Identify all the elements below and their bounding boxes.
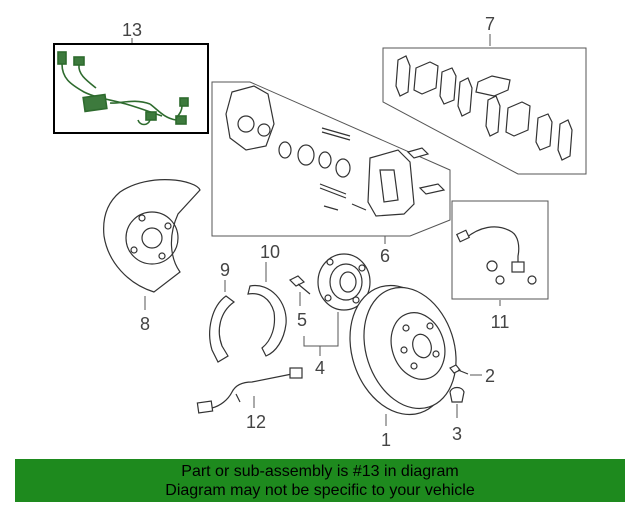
part-9-group[interactable]: 9: [209, 260, 236, 363]
part-11-group[interactable]: 11: [451, 200, 549, 332]
hub-bearing-illustration: [317, 253, 371, 311]
wheel-speed-sensor-harness: [57, 51, 189, 126]
part-5-group[interactable]: 5: [288, 275, 311, 330]
part-7-box: [382, 47, 587, 175]
fitment-notice-line2: Diagram may not be specific to your vehi…: [165, 482, 475, 499]
part-12-group[interactable]: 12: [196, 367, 303, 432]
callout-5: 5: [297, 310, 307, 330]
callout-9: 9: [220, 260, 230, 280]
parts-diagram: 13 7: [53, 14, 587, 450]
hub-cap-illustration: [449, 386, 465, 403]
part-11-box: [451, 200, 549, 300]
brake-hose-illustration: [455, 226, 537, 285]
part-1-group[interactable]: 1: [334, 272, 471, 450]
part-8-group[interactable]: 8: [103, 179, 201, 334]
leader-4-bracket: [303, 312, 339, 347]
part-6-box: [211, 81, 451, 237]
brake-rotor-illustration: [349, 284, 457, 416]
part-3-group[interactable]: 3: [449, 386, 465, 445]
callout-6: 6: [380, 246, 390, 266]
callout-8: 8: [140, 314, 150, 334]
fitment-notice-line1: Part or sub-assembly is #13 in diagram: [181, 463, 459, 480]
splash-shield-illustration: [103, 179, 201, 293]
rotor-screw-illustration: [449, 364, 469, 375]
brake-pads-illustration: [395, 55, 573, 161]
part-2-group[interactable]: 2: [449, 364, 495, 386]
brake-caliper-illustration: [225, 85, 446, 217]
part-6-group[interactable]: 6: [211, 81, 451, 266]
part-10-group[interactable]: 10: [247, 242, 287, 357]
part-7-group[interactable]: 7: [382, 14, 587, 175]
callout-7: 7: [485, 14, 495, 34]
callout-2: 2: [485, 366, 495, 386]
fitment-notice-banner: Part or sub-assembly is #13 in diagram D…: [15, 459, 625, 502]
callout-10: 10: [260, 242, 280, 262]
parking-brake-shoe-left: [209, 295, 236, 363]
callout-11: 11: [491, 312, 510, 332]
callout-1: 1: [381, 430, 391, 450]
callout-13: 13: [122, 20, 142, 40]
part-4-group[interactable]: 4: [303, 253, 371, 378]
callout-3: 3: [452, 424, 462, 444]
cable-illustration: [196, 367, 303, 414]
callout-12: 12: [246, 412, 266, 432]
callout-4: 4: [315, 358, 325, 378]
part-13-group[interactable]: 13: [53, 20, 209, 134]
parking-brake-shoe-right: [247, 284, 287, 357]
hub-bolt-illustration: [288, 275, 311, 295]
